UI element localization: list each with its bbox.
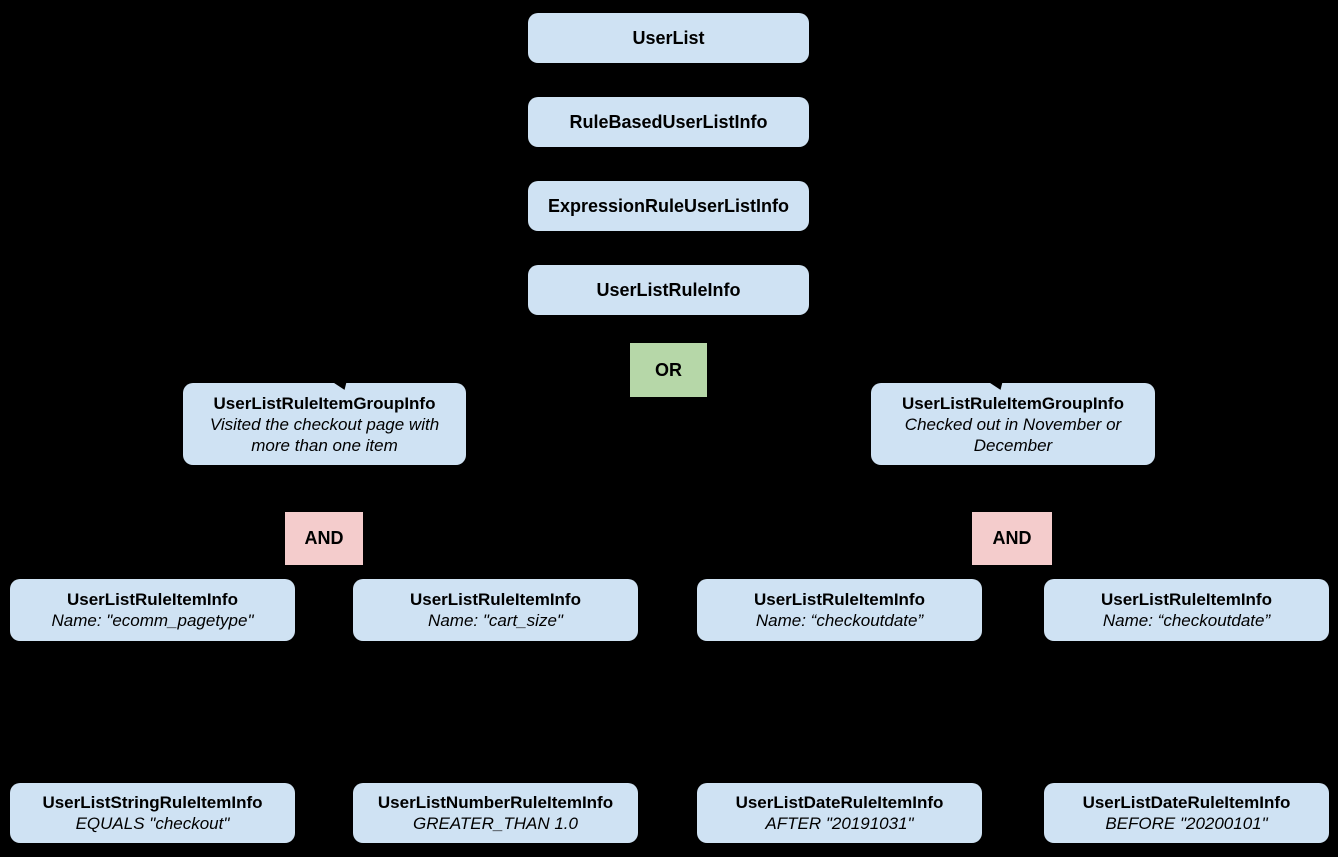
- and-operator-node-right: AND: [972, 512, 1052, 565]
- node-title: UserListStringRuleItemInfo: [42, 793, 263, 812]
- node-subtitle: Name: "ecomm_pagetype": [51, 611, 254, 630]
- node-rule-item-ecomm-pagetype: UserListRuleItemInfo Name: "ecomm_pagety…: [10, 579, 295, 641]
- group-description: Checked out in November or December: [904, 414, 1122, 455]
- node-subtitle: BEFORE "20200101": [1105, 814, 1268, 833]
- node-title: UserListRuleItemInfo: [754, 590, 925, 609]
- node-subtitle: Name: “checkoutdate”: [1102, 611, 1271, 630]
- group-title: UserListRuleItemGroupInfo: [902, 393, 1124, 413]
- node-user-list-rule-info: UserListRuleInfo: [528, 265, 809, 315]
- node-rule-item-cart-size: UserListRuleItemInfo Name: "cart_size": [353, 579, 638, 641]
- node-title: UserListRuleItemInfo: [67, 590, 238, 609]
- node-rule-based-user-list-info: RuleBasedUserListInfo: [528, 97, 809, 147]
- arrowhead-icon: [984, 376, 1003, 390]
- node-subtitle: AFTER "20191031": [765, 814, 914, 833]
- and-operator-node-left: AND: [285, 512, 363, 565]
- arrowhead-icon: [328, 376, 347, 390]
- node-title: RuleBasedUserListInfo: [569, 112, 768, 132]
- node-date-rule-item-before: UserListDateRuleItemInfo BEFORE "2020010…: [1044, 783, 1329, 843]
- node-date-rule-item-after: UserListDateRuleItemInfo AFTER "20191031…: [697, 783, 982, 843]
- node-rule-item-group-left: UserListRuleItemGroupInfo Visited the ch…: [183, 376, 466, 465]
- node-expression-rule-user-list-info: ExpressionRuleUserListInfo: [528, 181, 809, 231]
- group-description: Visited the checkout page with more than…: [209, 414, 440, 455]
- node-title: UserListDateRuleItemInfo: [1082, 793, 1291, 812]
- node-subtitle: GREATER_THAN 1.0: [412, 814, 578, 833]
- node-title: UserListDateRuleItemInfo: [735, 793, 944, 812]
- node-subtitle: EQUALS "checkout": [75, 814, 230, 833]
- node-rule-item-checkoutdate-left: UserListRuleItemInfo Name: “checkoutdate…: [697, 579, 982, 641]
- node-string-rule-item: UserListStringRuleItemInfo EQUALS "check…: [10, 783, 295, 843]
- group-title: UserListRuleItemGroupInfo: [213, 393, 436, 413]
- node-rule-item-checkoutdate-right: UserListRuleItemInfo Name: “checkoutdate…: [1044, 579, 1329, 641]
- node-title: UserListRuleInfo: [596, 280, 741, 300]
- node-number-rule-item: UserListNumberRuleItemInfo GREATER_THAN …: [353, 783, 638, 843]
- node-rule-item-group-right: UserListRuleItemGroupInfo Checked out in…: [871, 376, 1155, 465]
- node-subtitle: Name: "cart_size": [428, 611, 563, 630]
- node-userlist: UserList: [528, 13, 809, 63]
- node-title: UserListRuleItemInfo: [410, 590, 581, 609]
- node-title: ExpressionRuleUserListInfo: [547, 196, 790, 216]
- node-title: UserList: [632, 28, 705, 48]
- node-title: UserListRuleItemInfo: [1101, 590, 1272, 609]
- node-title: UserListNumberRuleItemInfo: [377, 793, 614, 812]
- node-subtitle: Name: “checkoutdate”: [755, 611, 924, 630]
- or-operator-node: OR: [630, 343, 707, 397]
